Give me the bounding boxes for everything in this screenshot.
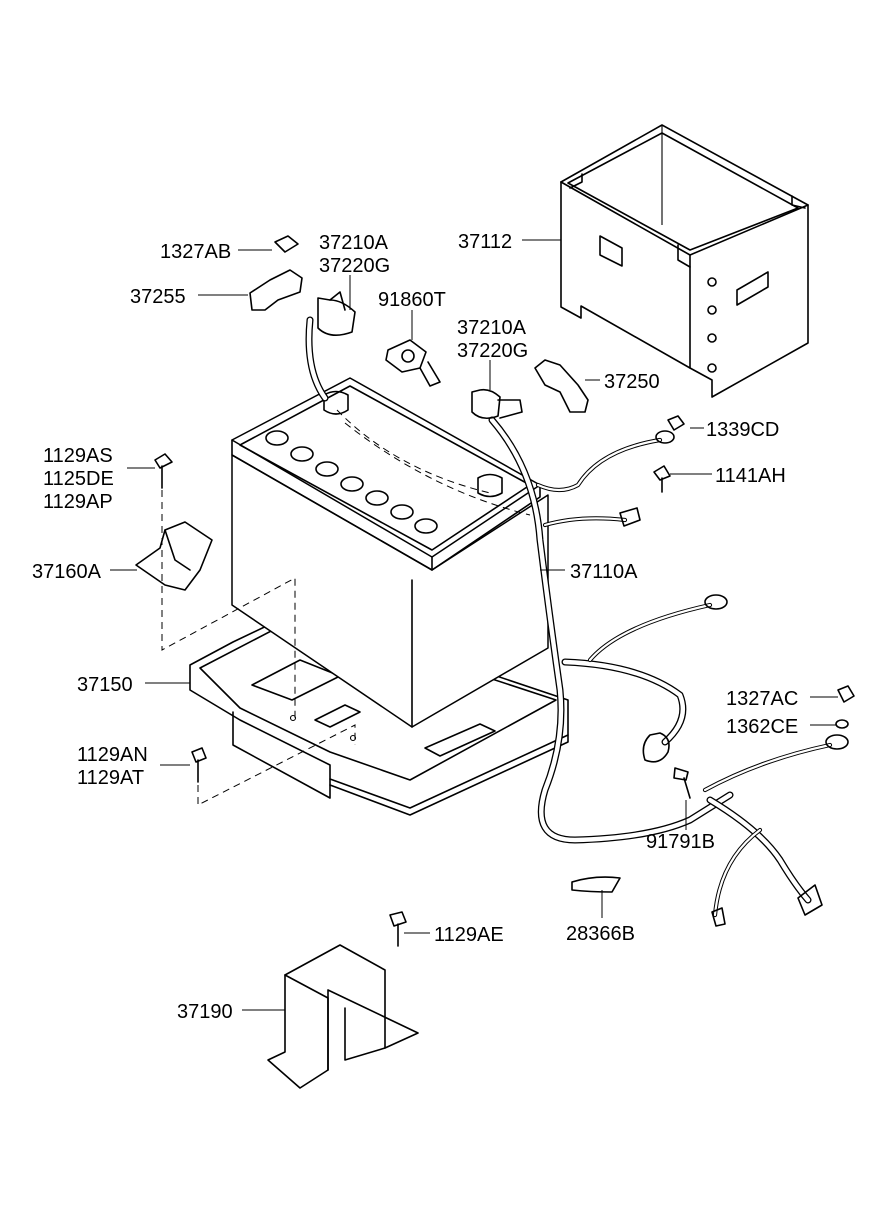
label-1362CE: 1362CE	[726, 716, 798, 738]
label-37110A: 37110A	[570, 561, 638, 583]
label-91860T: 91860T	[378, 289, 446, 311]
label-37250: 37250	[604, 371, 660, 393]
label-1129AT: 1129AT	[77, 767, 144, 789]
battery-cell-caps	[265, 430, 438, 534]
label-1129AP: 1129AP	[43, 491, 113, 513]
fasteners	[154, 235, 855, 947]
label-1129AN: 1129AN	[77, 744, 148, 766]
terminal-cover-37255	[249, 269, 303, 311]
label-37220G-mid: 37220G	[457, 340, 528, 362]
terminal-clamp-91860T	[385, 339, 441, 387]
label-37220G-top: 37220G	[319, 255, 390, 277]
label-91791B: 91791B	[646, 831, 715, 853]
terminal-cover-37250	[534, 359, 589, 413]
label-28366B: 28366B	[566, 923, 635, 945]
label-37112: 37112	[458, 231, 512, 253]
battery	[231, 377, 549, 728]
label-1125DE: 1125DE	[43, 468, 114, 490]
bracket-37190	[267, 944, 419, 1089]
label-1327AB: 1327AB	[160, 241, 231, 263]
label-37255: 37255	[130, 286, 186, 308]
terminal-clamp-mid	[471, 388, 523, 420]
terminal-clamp-top	[317, 291, 356, 336]
label-1129AS: 1129AS	[43, 445, 113, 467]
battery-insulator-box	[560, 124, 809, 398]
leader-lines	[110, 239, 838, 1011]
label-37150: 37150	[77, 674, 133, 696]
battery-clamp-37160A	[135, 521, 213, 591]
battery-cable-assembly	[305, 316, 849, 927]
label-1339CD: 1339CD	[706, 419, 779, 441]
label-37160A: 37160A	[32, 561, 102, 583]
label-37210A-top: 37210A	[319, 232, 389, 254]
label-1141AH: 1141AH	[715, 465, 786, 487]
callout-labels: 37112 1327AB 37210A 37220G 37255 91860T …	[32, 231, 798, 1023]
label-1129AE: 1129AE	[434, 924, 504, 946]
label-37210A-mid: 37210A	[457, 317, 527, 339]
label-37190: 37190	[177, 1001, 233, 1023]
label-1327AC: 1327AC	[726, 688, 798, 710]
